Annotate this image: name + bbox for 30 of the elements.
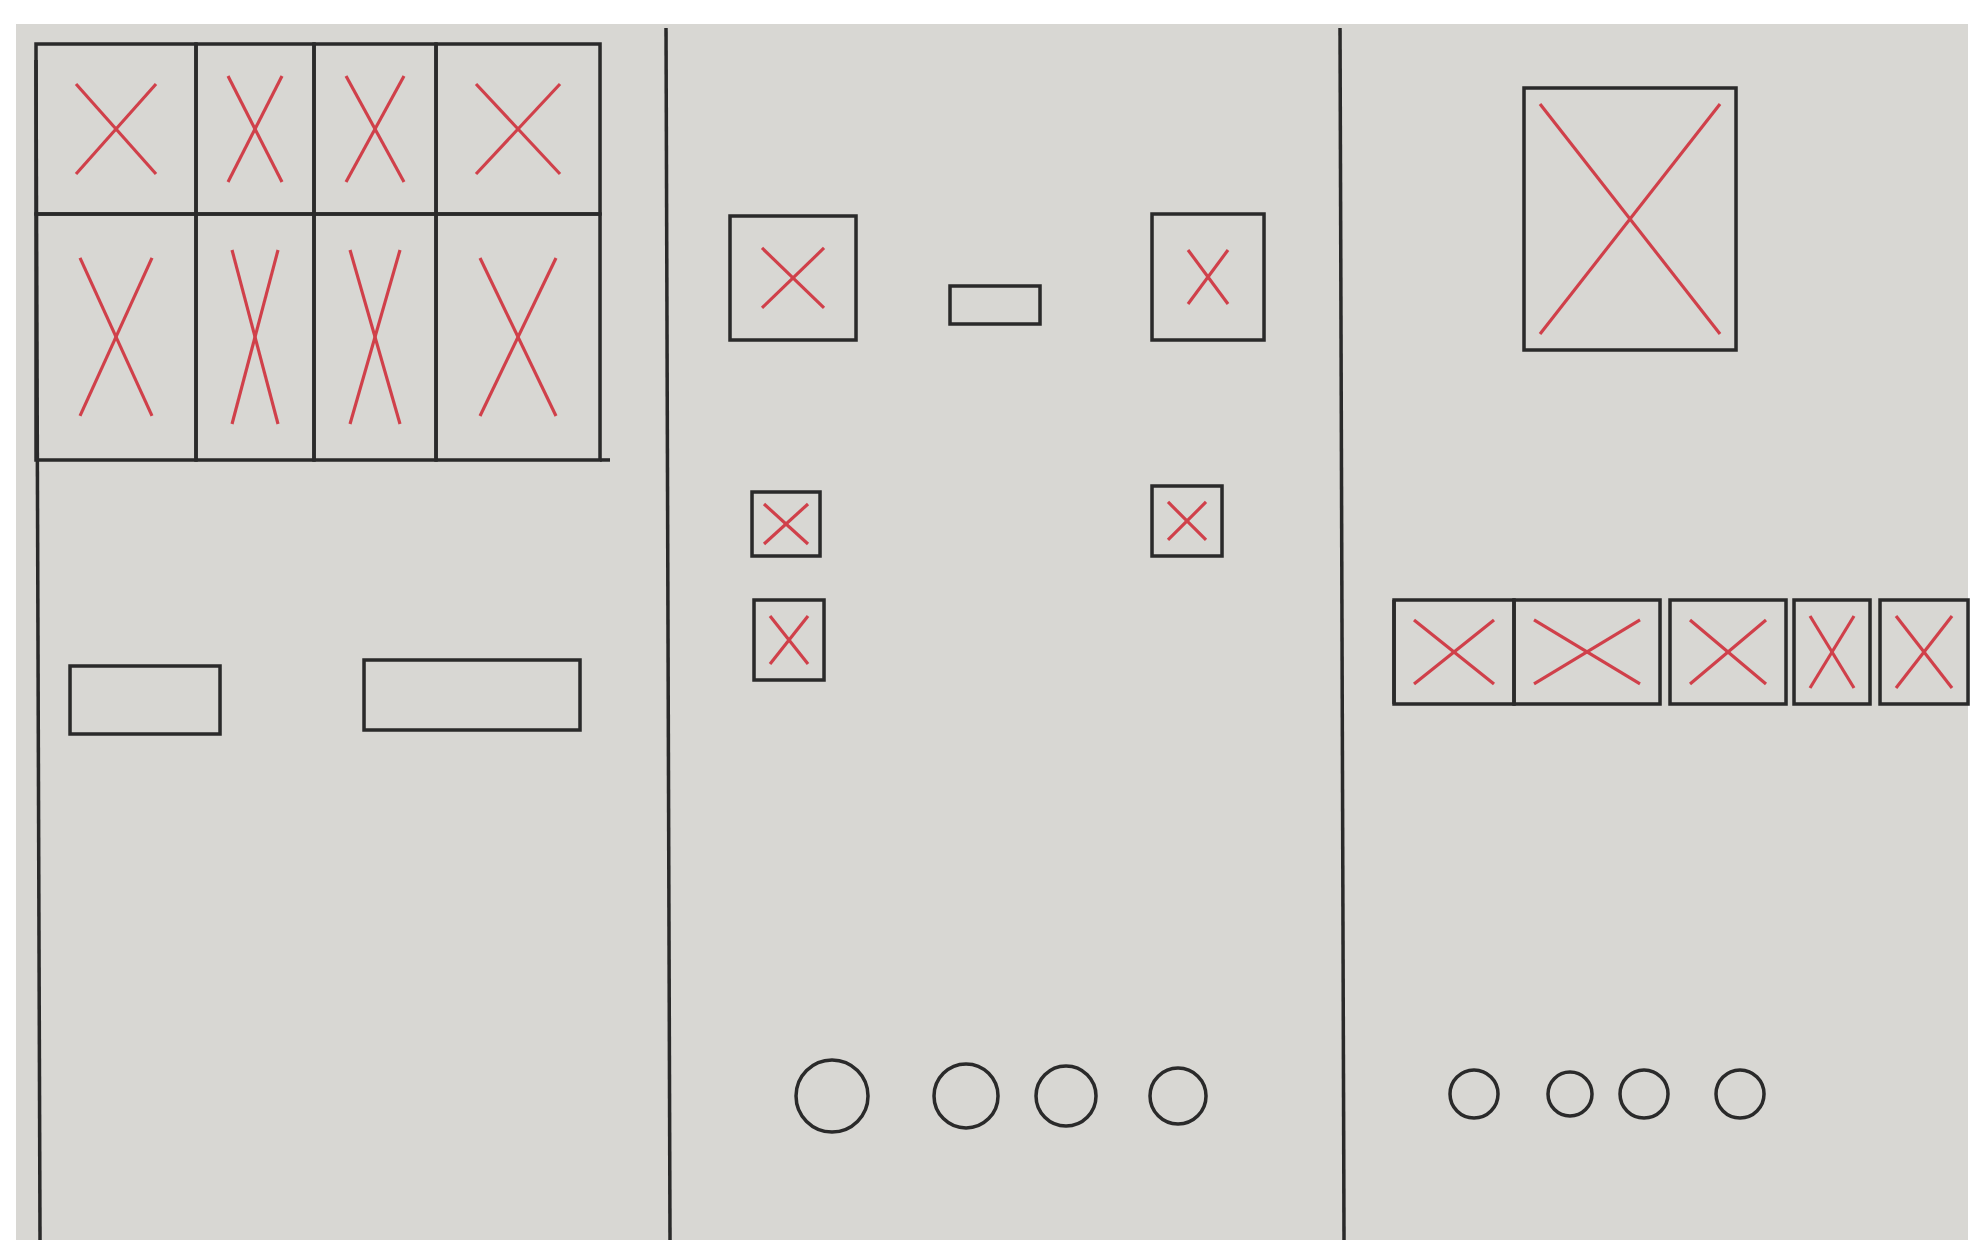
image-placeholder <box>312 212 438 462</box>
round-button <box>1148 1066 1208 1126</box>
image-placeholder <box>1512 598 1662 706</box>
image-placeholder <box>1878 598 1970 706</box>
image-placeholder <box>194 42 316 216</box>
round-button <box>794 1058 870 1134</box>
image-placeholder <box>1150 212 1266 342</box>
image-placeholder <box>752 598 826 682</box>
round-button <box>1034 1064 1098 1128</box>
image-placeholder <box>1150 484 1224 558</box>
image-placeholder <box>1792 598 1872 706</box>
round-button <box>1714 1068 1766 1120</box>
image-placeholder <box>1522 86 1738 352</box>
round-button <box>1618 1068 1670 1120</box>
round-button <box>1546 1070 1594 1118</box>
image-placeholder <box>1392 598 1516 706</box>
image-placeholder <box>1668 598 1788 706</box>
round-button <box>932 1062 1000 1130</box>
round-button <box>1448 1068 1500 1120</box>
image-placeholder <box>312 42 438 216</box>
button-outline <box>68 664 222 736</box>
image-placeholder <box>34 212 198 462</box>
image-placeholder <box>434 212 602 462</box>
button-outline <box>362 658 582 732</box>
image-placeholder <box>728 214 858 342</box>
button-outline <box>948 284 1042 326</box>
image-placeholder <box>434 42 602 216</box>
image-placeholder <box>194 212 316 462</box>
image-placeholder <box>750 490 822 558</box>
image-placeholder <box>34 42 198 216</box>
